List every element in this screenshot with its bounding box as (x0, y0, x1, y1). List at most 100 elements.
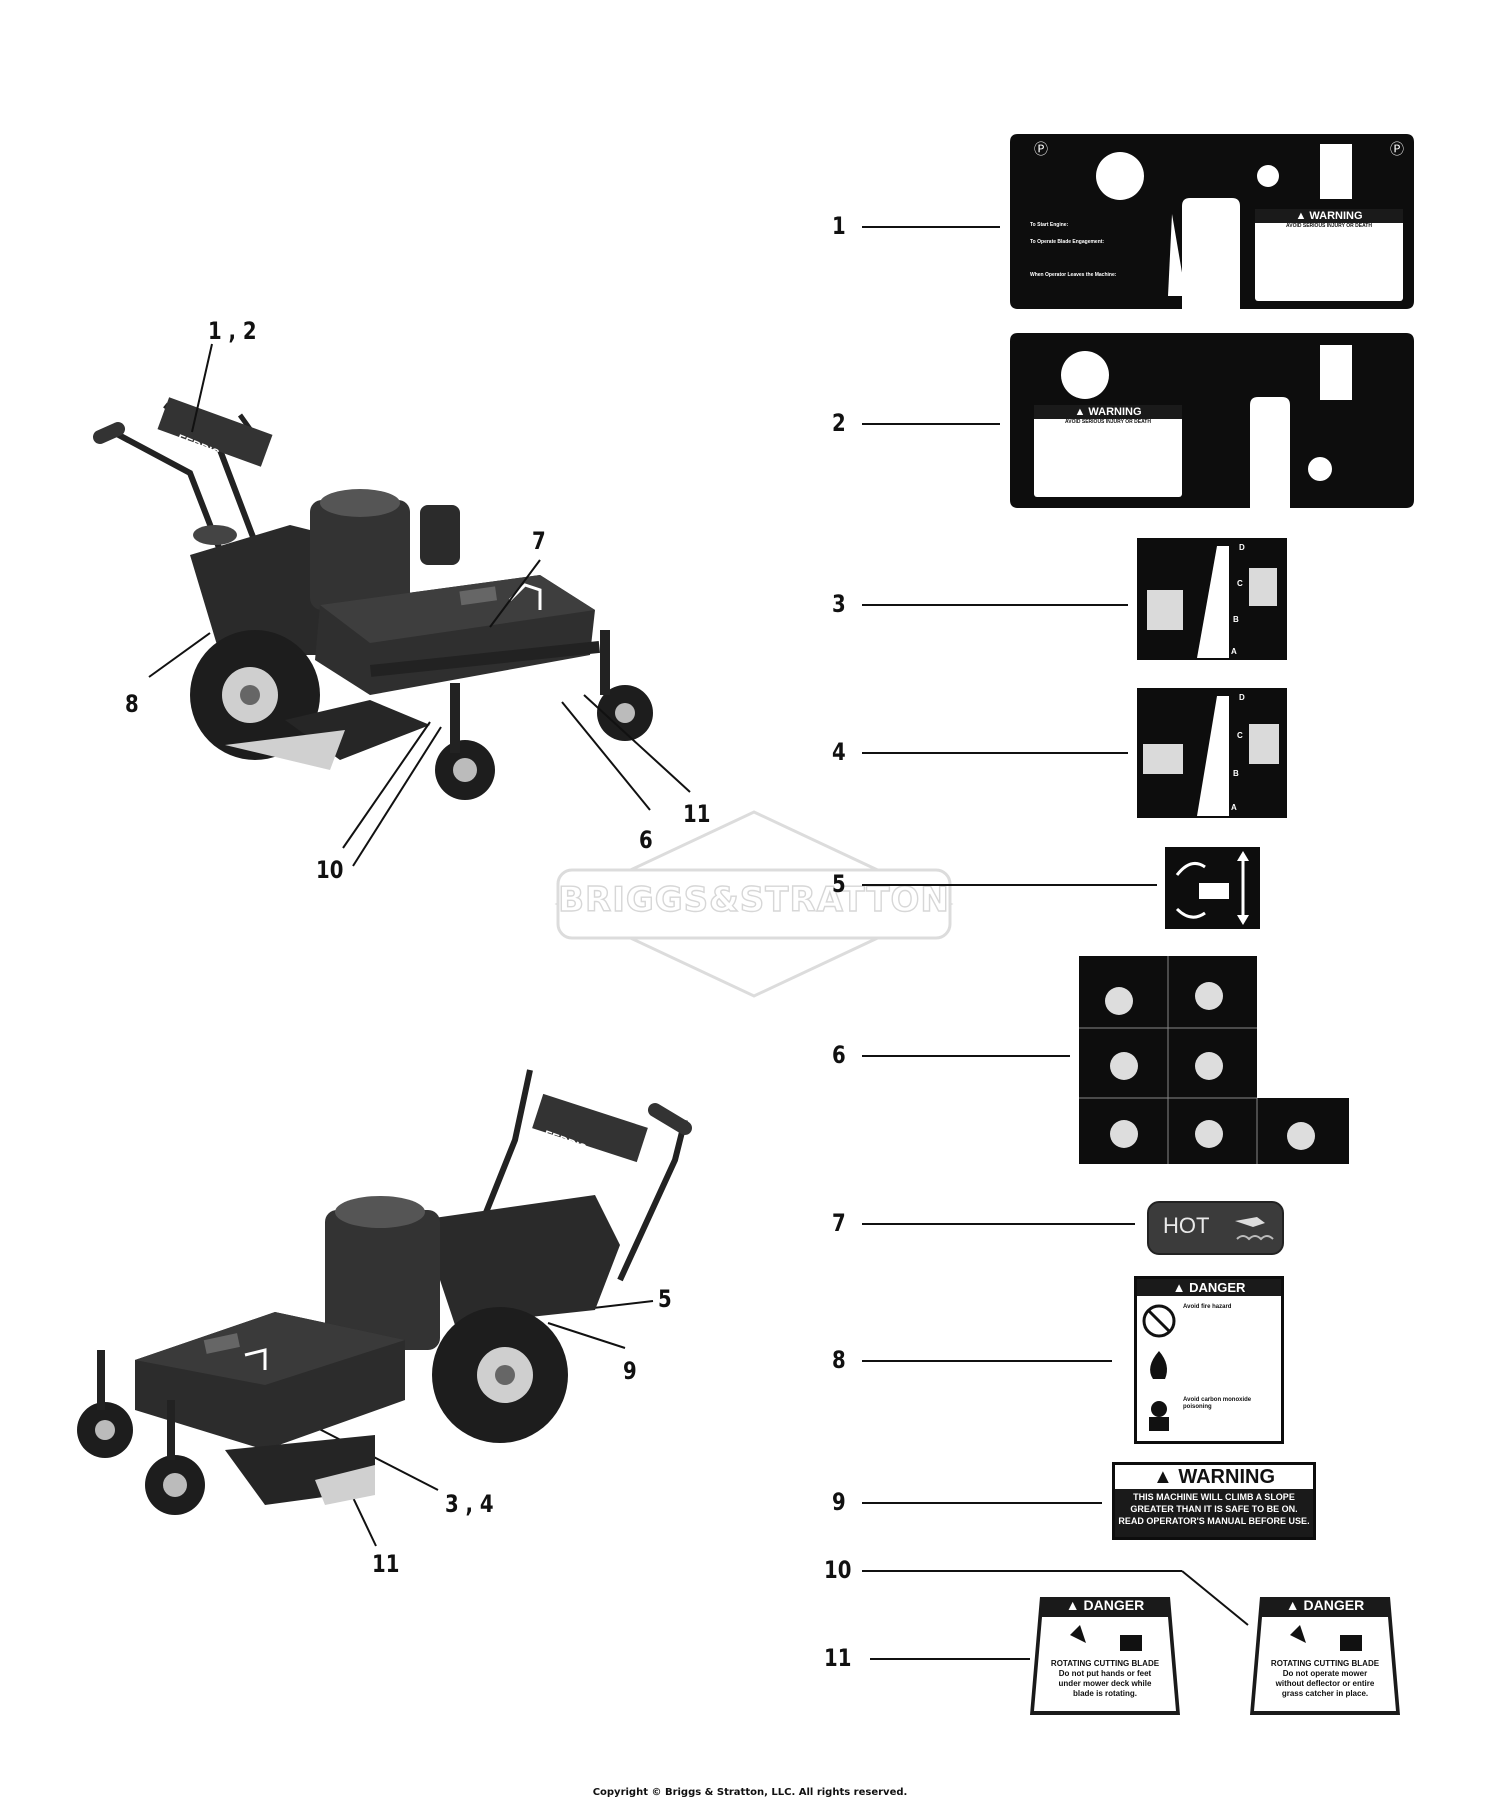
choke-icon (1257, 165, 1279, 187)
decal-8-header-label: DANGER (1189, 1280, 1246, 1295)
decal-9-header: ▲ WARNING (1115, 1465, 1313, 1489)
decal-11-danger-blade: ▲ DANGER ROTATING CUTTING BLADE Do not p… (1030, 1595, 1180, 1717)
no-smoking-icon (1142, 1304, 1176, 1338)
decal-3-art (1147, 546, 1277, 658)
decal-10-line2: without deflector or entire (1275, 1679, 1375, 1688)
decal-3-letter-b: B (1233, 615, 1239, 624)
decal-4-letter-a: A (1231, 803, 1237, 812)
foot-icon (1340, 1635, 1362, 1651)
decal-6-grid (1079, 956, 1349, 1164)
ignition-icon (1061, 351, 1109, 399)
copyright-notice: Copyright © Briggs & Stratton, LLC. All … (592, 1787, 908, 1798)
decal-10-line1: Do not operate mower (1282, 1669, 1368, 1678)
decal-11-shape (1030, 1597, 1180, 1715)
fire-icon (1150, 1351, 1167, 1379)
decal-1-leave-title: When Operator Leaves the Machine: (1030, 272, 1117, 278)
callout-list-9: 9 (832, 1488, 846, 1516)
decal-10-header-label: DANGER (1303, 1597, 1365, 1613)
svg-text:Ⓟ: Ⓟ (1034, 142, 1048, 158)
mower-illustration-rear: FERRIS (77, 1069, 692, 1515)
callout-7-photo: 7 (532, 527, 546, 555)
throttle-icon (1168, 214, 1186, 296)
decal-1-control-panel: Ⓟ Ⓟ ▲ WARNING AVOID SERIOUS INJURY OR DE… (1010, 134, 1414, 309)
decal-9-body: THIS MACHINE WILL CLIMB A SLOPE GREATER … (1115, 1489, 1313, 1537)
hand-icon (1070, 1625, 1086, 1643)
callout-list-6: 6 (832, 1041, 846, 1069)
callout-list-8: 8 (832, 1346, 846, 1374)
decal-10-header: ▲ DANGER (1264, 1597, 1386, 1613)
decal-7-hot: HOT (1147, 1201, 1284, 1255)
callout-6-photo: 6 (639, 826, 653, 854)
callout-list-5: 5 (832, 870, 846, 898)
decal-8-danger-fire: ▲ DANGER Avoid fire hazard Avoid carbon … (1134, 1276, 1284, 1444)
decal-4-letter-b: B (1233, 769, 1239, 778)
decal-1-start-title: To Start Engine: (1030, 222, 1069, 228)
warning-triangle-icon: ▲ (1172, 1280, 1190, 1295)
decal-8-fire-title: Avoid fire hazard (1183, 1304, 1232, 1310)
decal-1-warning-sub: AVOID SERIOUS INJURY OR DEATH (1286, 223, 1372, 229)
decal-2-warning-sub: AVOID SERIOUS INJURY OR DEATH (1065, 419, 1151, 425)
carbon-monoxide-icon (1149, 1401, 1169, 1431)
decal-5-deck-adjust (1165, 847, 1260, 929)
decal-4-height-chart: D C B A (1137, 688, 1287, 818)
warning-triangle-icon: ▲ (1295, 210, 1310, 222)
decal-11-line2: under mower deck while (1058, 1679, 1152, 1688)
ignition-icon (1096, 152, 1144, 200)
decal-2-warning-header: ▲ WARNING (1034, 405, 1182, 419)
decal-9-line2: GREATER THAN IT IS SAFE TO BE ON. (1130, 1504, 1298, 1514)
callout-11-photo-top: 11 (683, 800, 711, 828)
warning-triangle-icon: ▲ (1152, 1466, 1179, 1488)
decal-9-line3: READ OPERATOR'S MANUAL BEFORE USE. (1118, 1516, 1310, 1526)
decal-9-header-label: WARNING (1178, 1466, 1276, 1488)
hand-icon (1290, 1625, 1306, 1643)
callout-list-11: 11 (824, 1644, 852, 1672)
decal-9-line1: THIS MACHINE WILL CLIMB A SLOPE (1133, 1492, 1295, 1502)
decal-1-blade-title: To Operate Blade Engagement: (1030, 239, 1105, 245)
decal-10-line3: grass catcher in place. (1281, 1689, 1369, 1698)
decal-2-warning-box: ▲ WARNING AVOID SERIOUS INJURY OR DEATH (1034, 405, 1182, 497)
hot-hand-icon (1235, 1217, 1274, 1241)
decal-2-warning-label: WARNING (1088, 406, 1142, 418)
decal-1-warning-box: ▲ WARNING AVOID SERIOUS INJURY OR DEATH (1255, 209, 1403, 301)
warning-triangle-icon: ▲ (1074, 406, 1089, 418)
decal-11-title: ROTATING CUTTING BLADE (1050, 1659, 1160, 1668)
callout-list-7: 7 (832, 1209, 846, 1237)
callout-list-2: 2 (832, 409, 846, 437)
decal-2-control-panel: ▲ WARNING AVOID SERIOUS INJURY OR DEATH (1010, 333, 1414, 508)
callout-11-photo-bottom: 11 (372, 1550, 400, 1578)
decal-8-header: ▲ DANGER (1137, 1279, 1281, 1296)
decal-6-belt-instructions (1079, 956, 1349, 1164)
decal-11-text: ROTATING CUTTING BLADE Do not put hands … (1036, 1659, 1174, 1699)
watermark-text: BRIGGS&STRATTON (557, 879, 950, 920)
decal-3-letter-d: D (1239, 543, 1245, 552)
decal-4-letter-c: C (1237, 731, 1243, 740)
throttle-icon (1260, 423, 1278, 493)
decal-1-warning-header: ▲ WARNING (1255, 209, 1403, 223)
deck-lift-arrows-icon (1175, 851, 1249, 925)
warning-triangle-icon: ▲ (1065, 1597, 1084, 1613)
decal-10-text: ROTATING CUTTING BLADE Do not operate mo… (1256, 1659, 1394, 1699)
callout-1-2: 1 , 2 (208, 317, 257, 345)
decal-3-letter-a: A (1231, 647, 1237, 656)
callout-list-10: 10 (824, 1556, 852, 1584)
callout-list-1: 1 (832, 212, 846, 240)
decal-11-line3: blade is rotating. (1072, 1689, 1137, 1698)
decal-10-title: ROTATING CUTTING BLADE (1270, 1659, 1380, 1668)
foot-icon (1120, 1635, 1142, 1651)
callout-9-photo: 9 (623, 1357, 637, 1385)
decal-3-letter-c: C (1237, 579, 1243, 588)
decal-9-warning-slope: ▲ WARNING THIS MACHINE WILL CLIMB A SLOP… (1112, 1462, 1316, 1540)
callout-10-photo: 10 (316, 856, 344, 884)
decal-10-shape (1250, 1597, 1400, 1715)
callout-5-photo: 5 (658, 1285, 672, 1313)
decal-4-art (1143, 696, 1279, 816)
svg-text:Ⓟ: Ⓟ (1390, 142, 1404, 158)
watermark-diamond-icon (554, 810, 954, 998)
decal-3-height-chart: D C B A (1137, 538, 1287, 660)
mower-illustration-front: FERRIS (93, 397, 653, 800)
decal-11-line1: Do not put hands or feet (1058, 1669, 1152, 1678)
callout-list-4: 4 (832, 738, 846, 766)
decal-1-warning-label: WARNING (1309, 210, 1363, 222)
